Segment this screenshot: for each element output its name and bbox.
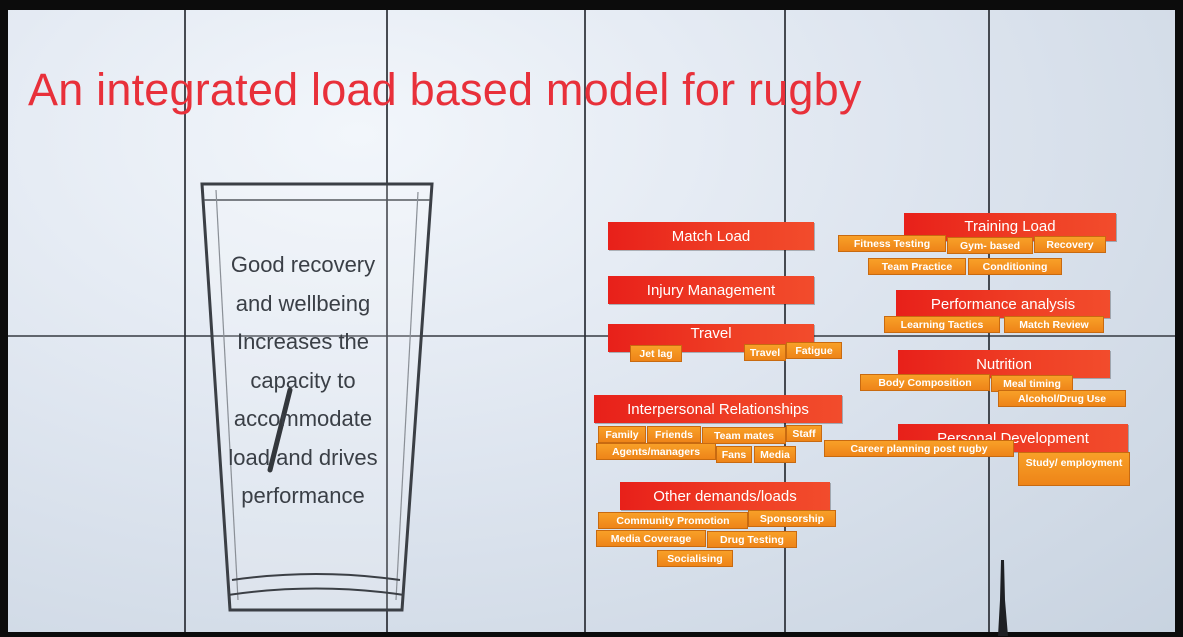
tag-fitness-testing: Fitness Testing <box>838 235 946 252</box>
tag-media-coverage: Media Coverage <box>596 530 706 547</box>
tag-recovery: Recovery <box>1034 236 1106 253</box>
glass-line: Good recovery <box>230 252 376 277</box>
tag-sponsorship: Sponsorship <box>748 510 836 527</box>
glass-line: performance <box>241 483 365 508</box>
tag-body-composition: Body Composition <box>860 374 990 391</box>
pint-glass-icon <box>200 182 434 612</box>
bezel-line <box>784 10 786 632</box>
match-load-header: Match Load <box>608 222 814 250</box>
tag-staff: Staff <box>786 425 822 442</box>
tag-friends: Friends <box>647 426 701 443</box>
glass-line: accommodate <box>233 406 373 431</box>
tag-fans: Fans <box>716 446 752 463</box>
tag-learning-tactics: Learning Tactics <box>884 316 1000 333</box>
nutrition-header: Nutrition <box>898 350 1110 378</box>
tag-jet-lag: Jet lag <box>630 345 682 362</box>
tag-alcohol-drug-use: Alcohol/Drug Use <box>998 390 1126 407</box>
performance-analysis-header: Performance analysis <box>896 290 1110 318</box>
tag-gym-based: Gym- based <box>947 237 1033 254</box>
other-demands-header: Other demands/loads <box>620 482 830 510</box>
tag-conditioning: Conditioning <box>968 258 1062 275</box>
injury-management-header: Injury Management <box>608 276 814 304</box>
tag-agents-managers: Agents/managers <box>596 443 716 460</box>
bezel-line <box>584 10 586 632</box>
tag-fatigue: Fatigue <box>786 342 842 359</box>
glass-line: Increases the <box>236 329 370 354</box>
glass-message: Good recovery and wellbeing Increases th… <box>198 246 408 516</box>
glass-line: and wellbeing <box>235 290 371 316</box>
tag-team-practice: Team Practice <box>868 258 966 275</box>
bezel-line <box>184 10 186 632</box>
glass-line: load and drives <box>228 444 378 470</box>
interpersonal-header: Interpersonal Relationships <box>594 395 842 423</box>
tag-family: Family <box>598 426 646 443</box>
tag-socialising: Socialising <box>657 550 733 567</box>
tag-community-promotion: Community Promotion <box>598 512 748 529</box>
tag-drug-testing: Drug Testing <box>707 531 797 548</box>
glass-line: capacity to <box>250 367 356 393</box>
tag-match-review: Match Review <box>1004 316 1104 333</box>
tag-travel: Travel <box>744 344 786 361</box>
bezel-line <box>8 335 1175 337</box>
tag-study-employment: Study/ employment <box>1018 452 1130 486</box>
pen-icon <box>998 560 1008 636</box>
tag-team-mates: Team mates <box>702 427 786 444</box>
bezel-line <box>386 10 388 632</box>
tag-media: Media <box>754 446 796 463</box>
slide-title: An integrated load based model for rugby <box>28 64 862 115</box>
tag-career-planning: Career planning post rugby <box>824 440 1014 457</box>
